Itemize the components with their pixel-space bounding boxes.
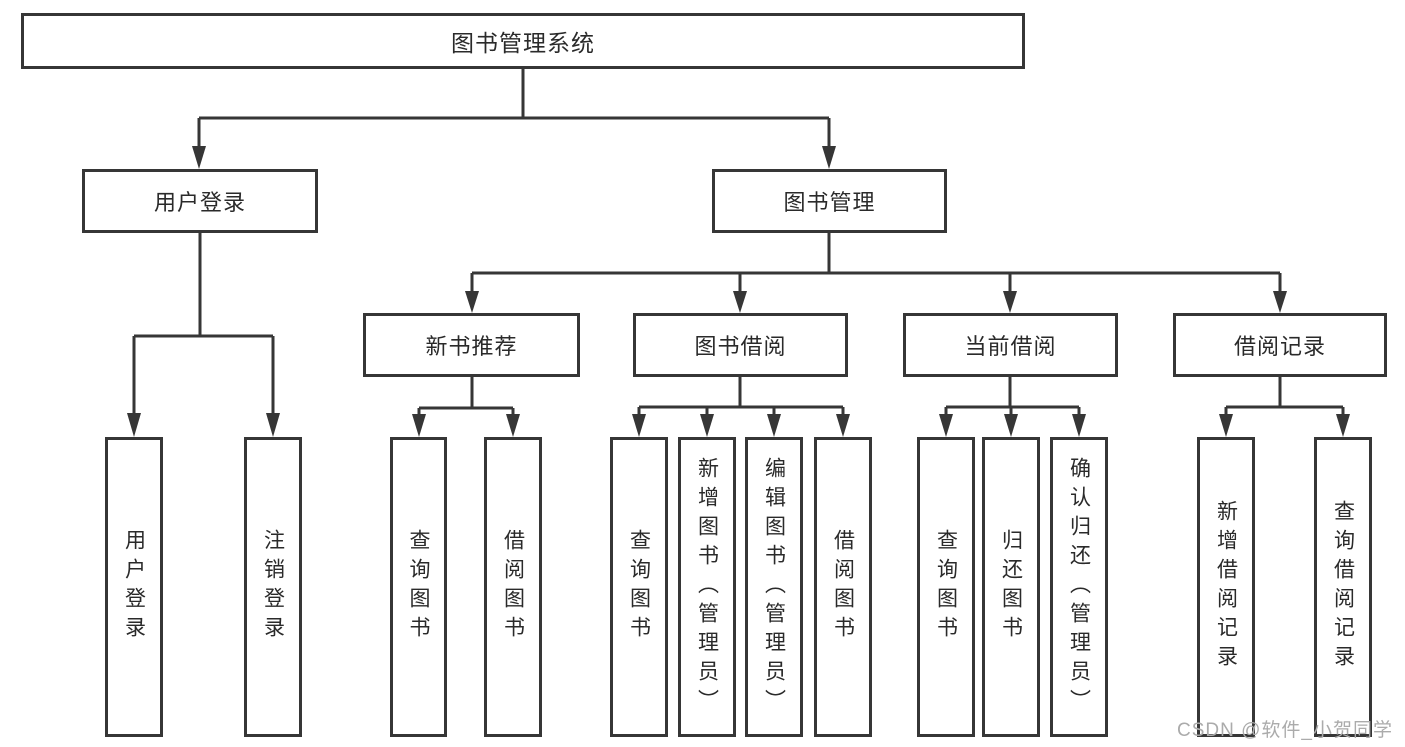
node-user-login-label: 用户登录 <box>153 190 246 215</box>
connector-root-to-level2 <box>192 69 836 169</box>
node-borrow-records: 借阅记录 <box>1173 313 1387 377</box>
leaf-logout: 注销登录 <box>244 437 302 737</box>
leaf-bb-add-books-admin-label: 新增图书（管理员） <box>695 456 719 718</box>
leaf-user-login-label: 用户登录 <box>122 529 146 645</box>
connector-book-borrow-to-leaves <box>632 377 850 437</box>
node-book-management: 图书管理 <box>712 169 947 233</box>
arrow-down-icon <box>822 146 836 169</box>
leaf-cb-confirm-return-admin-label: 确认归还（管理员） <box>1067 456 1091 718</box>
leaf-cb-query-books: 查询图书 <box>917 437 975 737</box>
connector-current-borrow-to-leaves <box>939 377 1086 437</box>
leaf-logout-label: 注销登录 <box>261 529 285 645</box>
node-user-login: 用户登录 <box>82 169 318 233</box>
leaf-nbr-borrow-books: 借阅图书 <box>484 437 542 737</box>
connector-book-management-to-level3 <box>465 233 1287 313</box>
leaf-user-login: 用户登录 <box>105 437 163 737</box>
leaf-br-add-borrow-record-label: 新增借阅记录 <box>1214 500 1238 674</box>
connector-new-book-recommend-to-leaves <box>412 377 520 437</box>
arrow-down-icon <box>767 414 781 437</box>
arrow-down-icon <box>506 414 520 437</box>
arrow-down-icon <box>700 414 714 437</box>
leaf-bb-edit-books-admin: 编辑图书（管理员） <box>745 437 803 737</box>
node-book-borrow-label: 图书借阅 <box>694 334 787 359</box>
node-current-borrow-label: 当前借阅 <box>964 334 1057 359</box>
arrow-down-icon <box>733 291 747 313</box>
arrow-down-icon <box>412 414 426 437</box>
leaf-bb-edit-books-admin-label: 编辑图书（管理员） <box>762 456 786 718</box>
node-root: 图书管理系统 <box>21 13 1025 69</box>
leaf-bb-add-books-admin: 新增图书（管理员） <box>678 437 736 737</box>
leaf-bb-query-books-label: 查询图书 <box>627 529 651 645</box>
arrow-down-icon <box>632 414 646 437</box>
node-new-book-recommend: 新书推荐 <box>363 313 580 377</box>
node-book-borrow: 图书借阅 <box>633 313 848 377</box>
connector-borrow-records-to-leaves <box>1219 377 1350 437</box>
node-new-book-recommend-label: 新书推荐 <box>425 334 518 359</box>
arrow-down-icon <box>1273 291 1287 313</box>
arrow-down-icon <box>192 146 206 169</box>
leaf-nbr-query-books: 查询图书 <box>390 437 447 737</box>
csdn-watermark: CSDN @软件_小贺同学 <box>1177 720 1393 741</box>
leaf-bb-borrow-books: 借阅图书 <box>814 437 872 737</box>
leaf-cb-confirm-return-admin: 确认归还（管理员） <box>1050 437 1108 737</box>
leaf-nbr-borrow-books-label: 借阅图书 <box>501 529 525 645</box>
arrow-down-icon <box>1336 414 1350 437</box>
arrow-down-icon <box>939 414 953 437</box>
node-root-label: 图书管理系统 <box>451 30 595 56</box>
arrow-down-icon <box>1004 414 1018 437</box>
arrow-down-icon <box>1219 414 1233 437</box>
leaf-cb-return-books: 归还图书 <box>982 437 1040 737</box>
leaf-cb-query-books-label: 查询图书 <box>934 529 958 645</box>
leaf-bb-borrow-books-label: 借阅图书 <box>831 529 855 645</box>
leaf-cb-return-books-label: 归还图书 <box>999 529 1023 645</box>
arrow-down-icon <box>1072 414 1086 437</box>
leaf-br-query-borrow-record: 查询借阅记录 <box>1314 437 1372 737</box>
connector-user-login-to-leaves <box>127 233 280 437</box>
arrow-down-icon <box>266 413 280 437</box>
leaf-br-add-borrow-record: 新增借阅记录 <box>1197 437 1255 737</box>
arrow-down-icon <box>1003 291 1017 313</box>
node-current-borrow: 当前借阅 <box>903 313 1118 377</box>
leaf-nbr-query-books-label: 查询图书 <box>407 529 430 645</box>
arrow-down-icon <box>127 413 141 437</box>
leaf-bb-query-books: 查询图书 <box>610 437 668 737</box>
node-book-management-label: 图书管理 <box>783 190 876 215</box>
arrow-down-icon <box>836 414 850 437</box>
node-borrow-records-label: 借阅记录 <box>1233 334 1326 359</box>
arrow-down-icon <box>465 291 479 313</box>
leaf-br-query-borrow-record-label: 查询借阅记录 <box>1331 500 1355 674</box>
